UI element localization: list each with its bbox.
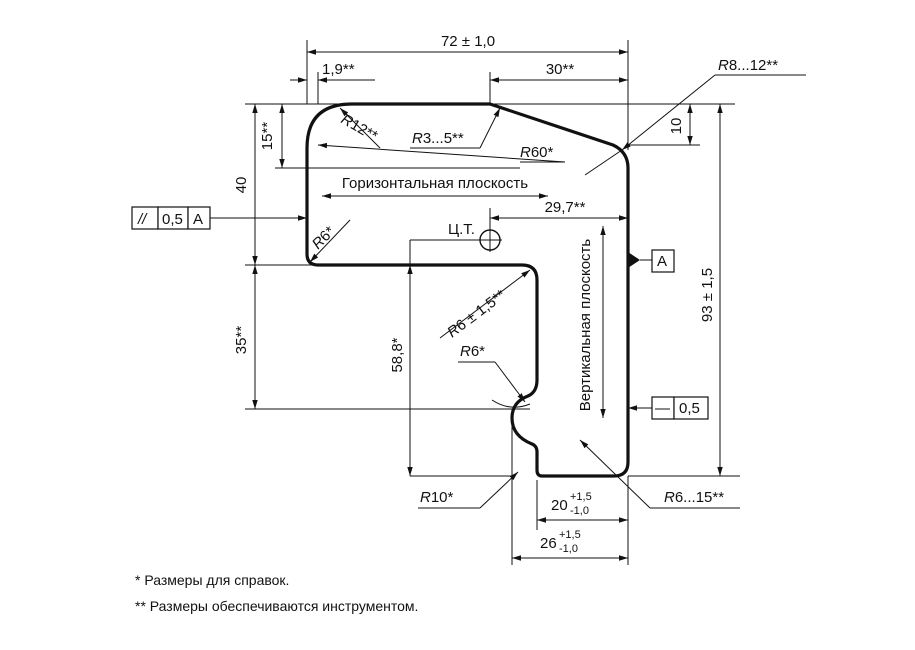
dim-r6-15b-r: R	[664, 489, 675, 506]
dim-r6-lower: R6*	[460, 343, 485, 360]
dim-r6-15-v: 6 ± 1,5**	[453, 286, 509, 334]
dim-r60-r: R	[520, 144, 531, 161]
dim-58-8: 58,8*	[389, 337, 406, 372]
dim-10: 10	[668, 118, 685, 135]
dim-r8-12-v: 8...12**	[729, 57, 778, 74]
radius-leaders	[309, 74, 806, 509]
radius-arc-mark	[491, 399, 531, 408]
datum-a-label: A	[657, 253, 667, 270]
footnotes: * Размеры для справок. ** Размеры обеспе…	[135, 572, 418, 624]
dim-r6-top: R6*	[309, 223, 339, 253]
dim-r6-15b-v: 6...15**	[675, 489, 724, 506]
dim-r10-v: 10*	[431, 489, 454, 506]
dim-r6-lower-v: 6*	[471, 343, 485, 360]
dim-1-9: 1,9**	[322, 61, 355, 78]
dim-15: 15**	[259, 122, 276, 151]
dim-r10-r: R	[420, 489, 431, 506]
dim-30: 30**	[546, 61, 575, 78]
label-vertical-plane: Вертикальная плоскость	[577, 239, 594, 412]
parallelism-datum: A	[193, 211, 203, 228]
dim-26-lower: -1,0	[559, 543, 578, 555]
straightness-value: 0,5	[679, 400, 700, 417]
dim-40: 40	[233, 177, 250, 194]
straightness-symbol: —	[655, 400, 670, 417]
dim-r60: R60*	[520, 144, 554, 161]
dim-r3-5-v: 3...5**	[423, 130, 464, 147]
dim-r12-v: 12**	[347, 116, 380, 145]
label-horizontal-plane: Горизонтальная плоскость	[342, 175, 528, 192]
footnote-reference: * Размеры для справок.	[135, 572, 290, 588]
label-center-of-gravity: Ц.Т.	[448, 221, 475, 238]
dim-r12: R12**	[338, 111, 381, 145]
parallelism-value: 0,5	[162, 211, 183, 228]
dim-r6-15-bottom: R6...15**	[664, 489, 724, 506]
dim-r8-12-r: R	[718, 57, 729, 74]
dim-r3-5: R3...5**	[412, 130, 464, 147]
dim-20-upper: +1,5	[570, 491, 592, 503]
footnote-tooling: ** Размеры обеспечиваются инструментом.	[135, 598, 419, 614]
dim-26-base: 26	[540, 535, 557, 552]
dimension-lines	[252, 49, 723, 561]
dim-72: 72 ± 1,0	[441, 33, 495, 50]
dim-r10: R10*	[420, 489, 454, 506]
dim-20-lower: -1,0	[570, 505, 589, 517]
dim-r3-5-r: R	[412, 130, 423, 147]
dim-r8-12: R8...12**	[718, 57, 778, 74]
dim-r6-15: R6 ± 1,5**	[444, 286, 509, 341]
parallelism-symbol: //	[137, 211, 148, 228]
profile-outline	[305, 102, 630, 478]
dim-r6-lower-r: R	[460, 343, 471, 360]
datum-a-marker: A	[628, 249, 675, 273]
dim-93: 93 ± 1,5	[699, 268, 716, 322]
straightness-tolerance-frame: — 0,5	[628, 396, 709, 420]
dim-r60-v: 60*	[531, 144, 554, 161]
dim-26-upper: +1,5	[559, 529, 581, 541]
parallelism-tolerance-frame: // 0,5 A	[131, 206, 307, 230]
dim-35: 35**	[233, 326, 250, 355]
dim-20-base: 20	[551, 497, 568, 514]
center-of-gravity-symbol	[410, 208, 502, 252]
dim-29-7: 29,7**	[545, 199, 586, 216]
